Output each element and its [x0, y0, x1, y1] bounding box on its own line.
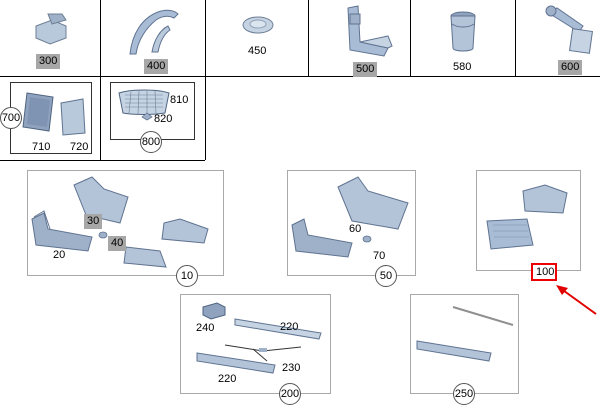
red-pointer-arrow-icon: [556, 285, 597, 315]
trim-strip-part-icon: [416, 340, 492, 362]
part-number-label: 40: [108, 236, 127, 251]
part-number-label: 230: [282, 362, 301, 374]
group-callout-200[interactable]: 200: [279, 383, 301, 405]
part-tile-450[interactable]: 450: [205, 0, 308, 76]
trim-strip-part-icon: [196, 352, 276, 374]
part-tile-600[interactable]: 600: [515, 0, 600, 76]
group-box-250[interactable]: [410, 294, 519, 394]
grid-line: [205, 0, 206, 160]
part-number-label: 500: [353, 62, 378, 77]
module-part-icon: [202, 302, 226, 320]
panel-part-icon: [60, 98, 86, 136]
connector-part-icon: [35, 13, 67, 45]
group-box-50[interactable]: 60 70: [287, 170, 416, 276]
part-number-label: 60: [349, 223, 362, 235]
group-callout-10[interactable]: 10: [176, 265, 198, 287]
cap-part-icon: [242, 16, 274, 34]
grid-line: [0, 76, 600, 77]
floor-mat-part-icon: [522, 184, 568, 214]
group-box-10[interactable]: 30 20 40: [27, 170, 224, 276]
latch-part-icon: [545, 5, 593, 54]
floor-mat-part-icon: [337, 176, 409, 230]
group-callout-250[interactable]: 250: [453, 383, 475, 405]
group-box-200[interactable]: 240 220 230 220: [180, 294, 331, 394]
grid-line: [308, 0, 309, 77]
part-number-label: 20: [53, 249, 66, 261]
part-tile-400[interactable]: 400: [100, 0, 205, 76]
part-tile-500[interactable]: 500: [308, 0, 410, 77]
part-number-label: 220: [218, 373, 237, 385]
group-box-800[interactable]: 810 820: [110, 82, 195, 140]
part-number-label: 710: [32, 141, 51, 153]
bracket-part-icon: [347, 5, 393, 57]
part-tile-300[interactable]: 300: [0, 0, 100, 76]
part-number-label: 30: [84, 214, 103, 229]
part-number-label: 600: [558, 60, 583, 75]
panel-part-icon: [22, 92, 54, 132]
floor-mat-part-icon: [161, 218, 209, 244]
part-number-label: 300: [36, 54, 61, 69]
part-number-label: 450: [248, 45, 267, 57]
floor-mat-part-icon: [123, 246, 167, 268]
floor-mat-part-icon: [291, 218, 353, 258]
part-number-label: 810: [170, 94, 189, 106]
grid-line: [515, 0, 516, 77]
clip-part-icon: [141, 112, 153, 121]
group-box-700[interactable]: 710 720: [10, 82, 92, 154]
clip-part-icon: [98, 231, 108, 239]
part-tile-580[interactable]: 580: [410, 0, 515, 76]
cup-part-icon: [450, 11, 476, 52]
trim-strip-part-icon: [234, 318, 322, 340]
grille-part-icon: [118, 89, 170, 115]
selected-part-number-100[interactable]: 100: [531, 263, 557, 281]
wire-harness-part-icon: [224, 344, 302, 362]
floor-mat-part-icon: [486, 218, 534, 250]
floor-mat-part-icon: [31, 210, 93, 252]
part-number-label: 720: [70, 141, 89, 153]
part-number-label: 400: [144, 59, 169, 74]
group-callout-50[interactable]: 50: [375, 265, 397, 287]
group-callout-800[interactable]: 800: [140, 131, 162, 153]
part-number-label: 240: [196, 322, 215, 334]
part-number-label: 220: [280, 321, 299, 333]
grid-line: [100, 0, 101, 160]
part-number-label: 580: [453, 61, 472, 73]
handle-part-icon: [129, 9, 179, 55]
clip-part-icon: [362, 235, 372, 243]
grid-line: [410, 0, 411, 77]
part-number-label: 820: [154, 113, 173, 125]
rod-part-icon: [452, 306, 514, 326]
group-callout-700[interactable]: 700: [0, 107, 22, 129]
group-box-100[interactable]: [476, 170, 581, 271]
part-number-label: 70: [373, 250, 386, 262]
grid-line: [0, 160, 205, 161]
